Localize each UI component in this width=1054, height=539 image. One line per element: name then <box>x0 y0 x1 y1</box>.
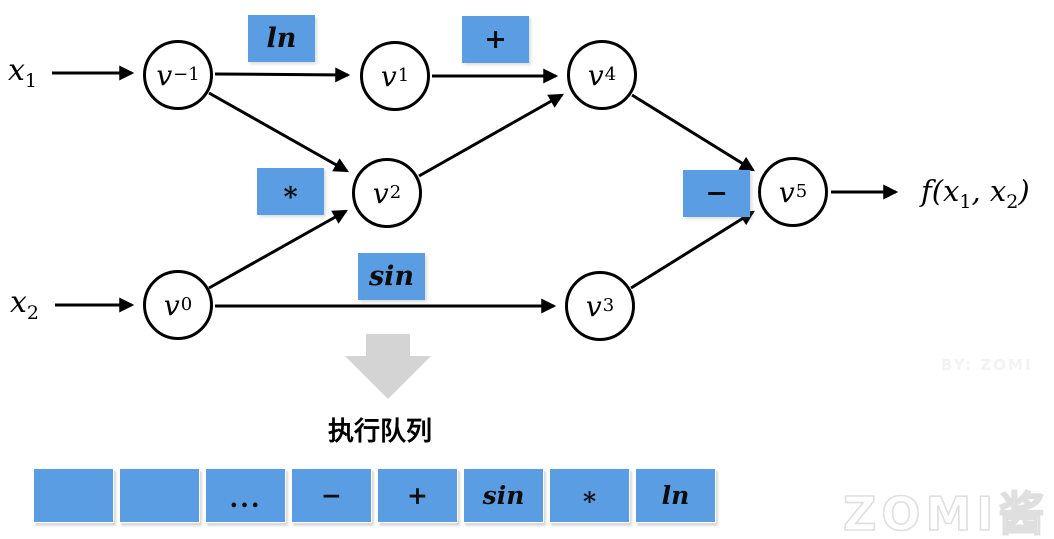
input-label-x1: x1 <box>8 53 37 91</box>
op-box-minus: − <box>683 170 750 217</box>
queue-title: 执行队列 <box>327 417 432 447</box>
op-box-ln: ln <box>248 15 315 62</box>
output-mid: , x <box>971 174 1007 208</box>
op-box-plus: + <box>462 16 529 63</box>
input-x2-sub: 2 <box>26 302 40 324</box>
input-label-x2: x2 <box>10 285 39 323</box>
edge-v0-to-v2 <box>208 209 348 290</box>
output-label-f: f(x1, x2) <box>921 174 1030 211</box>
input-x1-base: x <box>8 53 25 88</box>
queue-cell-sin: sin <box>463 468 544 523</box>
op-box-multiply: * <box>257 168 324 215</box>
op-box-sin: sin <box>358 253 425 300</box>
edge-v3-to-v5 <box>630 210 755 290</box>
queue-cell-empty-2 <box>119 468 200 523</box>
node-label: v <box>372 176 389 210</box>
node-label: v <box>778 175 795 209</box>
queue-cell-plus: + <box>377 468 458 523</box>
output-post: ) <box>1018 174 1030 208</box>
edge-v2-to-v4 <box>418 93 564 178</box>
queue-cell-empty-1 <box>33 468 114 523</box>
output-sub1: 1 <box>959 190 972 213</box>
byline-watermark: BY: ZOMI <box>941 356 1033 374</box>
input-x1-sub: 1 <box>24 70 38 92</box>
edge-v-1-to-v1 <box>214 67 351 83</box>
queue-cell-ellipsis: ... <box>205 468 286 523</box>
graph-node-v-1: v−1 <box>143 40 213 110</box>
flow-down-arrow <box>345 334 431 399</box>
node-label: v <box>587 58 604 92</box>
node-label: v <box>585 289 602 323</box>
queue-cell-ln: ln <box>635 468 716 523</box>
edge-v4-to-v5 <box>631 93 755 172</box>
input-x2-base: x <box>10 285 27 320</box>
zomi-watermark: ZOMI酱 <box>842 486 1050 539</box>
output-pre: f(x <box>921 174 960 208</box>
node-label: v <box>156 58 173 92</box>
node-label: v <box>163 288 180 322</box>
edge-v-1-to-v2 <box>208 91 349 173</box>
queue-cell-multiply: * <box>549 468 630 523</box>
node-label: v <box>380 59 397 93</box>
output-sub2: 2 <box>1006 190 1019 213</box>
queue-cell-minus: − <box>291 468 372 523</box>
execution-queue: ... − + sin * ln <box>33 468 716 523</box>
